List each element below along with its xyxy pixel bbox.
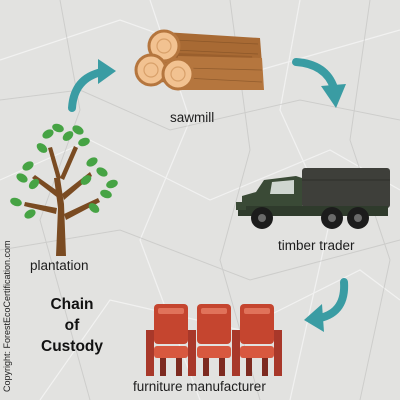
timber-truck-icon xyxy=(236,168,390,229)
stage-label-timber-trader: timber trader xyxy=(278,238,355,253)
theater-seats-icon xyxy=(146,304,282,376)
arrow-trader-to-manufacturer-icon xyxy=(304,278,349,332)
copyright-notice: Copyright: ForestEcoCertification.com xyxy=(2,240,12,392)
arrow-sawmill-to-trader-icon xyxy=(292,58,346,108)
stage-label-sawmill: sawmill xyxy=(170,110,215,125)
title-line-3: Custody xyxy=(41,338,103,355)
arrow-plantation-to-sawmill-icon xyxy=(68,59,116,112)
title-line-1: Chain xyxy=(50,296,94,313)
title-line-2: of xyxy=(64,317,80,334)
tree-icon xyxy=(10,123,118,256)
stage-label-plantation: plantation xyxy=(30,258,89,273)
log-pile-icon xyxy=(134,29,264,91)
chain-of-custody-title: Chain of Custody xyxy=(26,294,118,357)
stage-label-furniture-manufacturer: furniture manufacturer xyxy=(133,379,266,394)
